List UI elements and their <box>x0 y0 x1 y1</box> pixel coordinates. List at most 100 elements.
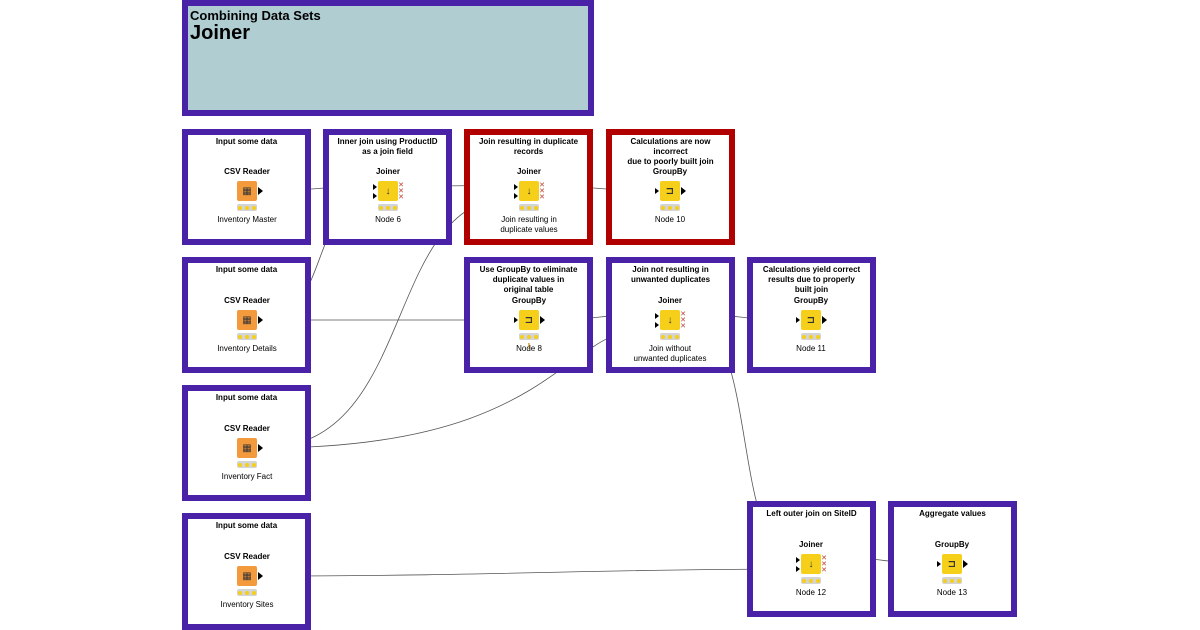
unused-output-ports-icon: ✕✕✕ <box>539 182 545 201</box>
node-label[interactable]: Node 11 <box>796 344 826 353</box>
node-label[interactable]: Node 10 <box>654 215 686 224</box>
node-label[interactable]: Inventory Fact <box>221 472 273 481</box>
csv-reader-icon[interactable]: ▦ <box>237 438 263 458</box>
node-name: CSV Reader <box>224 296 270 305</box>
output-port[interactable] <box>258 572 263 580</box>
groupby-icon[interactable]: ⊐ <box>937 554 968 574</box>
node-groupby-8[interactable]: GroupBy ⊐ ! Node 8 <box>469 296 589 354</box>
workflow-title: Joiner <box>190 22 251 44</box>
node-joiner-6[interactable]: Joiner ↓ ✕✕✕ Node 6 <box>328 167 448 225</box>
node-joiner-12[interactable]: Joiner ↓ ✕✕✕ Node 12 <box>751 540 871 598</box>
node-label[interactable]: Inventory Sites <box>220 600 274 609</box>
output-port[interactable] <box>258 316 263 324</box>
table-glyph-icon: ▦ <box>242 442 252 454</box>
input-port-top[interactable] <box>373 184 377 190</box>
table-glyph-icon: ▦ <box>242 314 252 326</box>
output-port[interactable] <box>822 316 827 324</box>
warning-icon[interactable]: ! <box>527 342 531 351</box>
output-port[interactable] <box>258 187 263 195</box>
status-indicator <box>519 333 539 340</box>
status-indicator <box>237 461 257 468</box>
node-label[interactable]: Join resulting in duplicate values <box>500 215 558 234</box>
output-port[interactable] <box>258 444 263 452</box>
node-name: Joiner <box>516 167 541 176</box>
output-port[interactable] <box>681 187 686 195</box>
aggregate-glyph-icon: ⊐ <box>524 314 534 326</box>
node-joiner-no-duplicates[interactable]: Joiner ↓ ✕✕✕ Join without unwanted dupli… <box>610 296 730 364</box>
input-port[interactable] <box>937 561 941 567</box>
annotation-text: Calculations yield correct results due t… <box>762 265 861 294</box>
unused-output-ports-icon: ✕✕✕ <box>680 311 686 330</box>
node-csv-reader-fact[interactable]: CSV Reader ▦ Inventory Fact <box>187 424 307 482</box>
status-indicator <box>237 333 257 340</box>
input-port-top[interactable] <box>655 313 659 319</box>
joiner-icon[interactable]: ↓ ✕✕✕ <box>655 310 686 330</box>
node-label[interactable]: Node 6 <box>375 215 401 224</box>
output-port[interactable] <box>963 560 968 568</box>
status-indicator <box>801 333 821 340</box>
input-port-bottom[interactable] <box>655 322 659 328</box>
annotation-text: Input some data <box>215 265 278 274</box>
node-name: CSV Reader <box>224 552 270 561</box>
annotation-text: Inner join using ProductID as a join fie… <box>337 137 438 156</box>
aggregate-glyph-icon: ⊐ <box>806 314 816 326</box>
status-indicator <box>801 577 821 584</box>
join-arrow-icon: ↓ <box>526 185 532 197</box>
join-arrow-icon: ↓ <box>667 314 673 326</box>
annotation-text: Left outer join on SiteID <box>766 509 857 518</box>
status-indicator <box>378 204 398 211</box>
groupby-icon[interactable]: ⊐ <box>796 310 827 330</box>
csv-reader-icon[interactable]: ▦ <box>237 566 263 586</box>
node-groupby-13[interactable]: GroupBy ⊐ Node 13 <box>892 540 1012 598</box>
input-port[interactable] <box>796 317 800 323</box>
csv-reader-icon[interactable]: ▦ <box>237 181 263 201</box>
annotation-text: Input some data <box>215 137 278 146</box>
status-indicator <box>237 589 257 596</box>
csv-reader-icon[interactable]: ▦ <box>237 310 263 330</box>
input-port[interactable] <box>514 317 518 323</box>
annotation-text: Use GroupBy to eliminate duplicate value… <box>479 265 578 294</box>
annotation-text: Join resulting in duplicate records <box>478 137 579 156</box>
input-port-bottom[interactable] <box>796 566 800 572</box>
join-arrow-icon: ↓ <box>808 558 814 570</box>
output-port[interactable] <box>540 316 545 324</box>
joiner-icon[interactable]: ↓ ✕✕✕ <box>373 181 404 201</box>
node-name: GroupBy <box>652 167 688 176</box>
annotation-text: Join not resulting in unwanted duplicate… <box>630 265 711 284</box>
node-groupby-10[interactable]: GroupBy ⊐ Node 10 <box>610 167 730 225</box>
node-joiner-duplicate[interactable]: Joiner ↓ ✕✕✕ Join resulting in duplicate… <box>469 167 589 235</box>
groupby-icon[interactable]: ⊐ <box>514 310 545 330</box>
status-indicator <box>519 204 539 211</box>
node-label[interactable]: Inventory Master <box>217 215 277 224</box>
input-port-top[interactable] <box>796 557 800 563</box>
aggregate-glyph-icon: ⊐ <box>947 558 957 570</box>
node-csv-reader-master[interactable]: CSV Reader ▦ Inventory Master <box>187 167 307 225</box>
workflow-title-annotation: Combining Data Sets Joiner <box>182 0 594 116</box>
input-port-top[interactable] <box>514 184 518 190</box>
joiner-icon[interactable]: ↓ ✕✕✕ <box>514 181 545 201</box>
status-indicator <box>237 204 257 211</box>
node-name: GroupBy <box>934 540 970 549</box>
annotation-text: Input some data <box>215 521 278 530</box>
input-port[interactable] <box>655 188 659 194</box>
node-csv-reader-sites[interactable]: CSV Reader ▦ Inventory Sites <box>187 552 307 610</box>
table-glyph-icon: ▦ <box>242 570 252 582</box>
node-name: GroupBy <box>511 296 547 305</box>
node-csv-reader-details[interactable]: CSV Reader ▦ Inventory Details <box>187 296 307 354</box>
input-port-bottom[interactable] <box>514 193 518 199</box>
input-port-bottom[interactable] <box>373 193 377 199</box>
node-groupby-11[interactable]: GroupBy ⊐ Node 11 <box>751 296 871 354</box>
node-label[interactable]: Inventory Details <box>217 344 277 353</box>
status-indicator <box>660 333 680 340</box>
node-name: Joiner <box>657 296 682 305</box>
unused-output-ports-icon: ✕✕✕ <box>398 182 404 201</box>
groupby-icon[interactable]: ⊐ <box>655 181 686 201</box>
node-label[interactable]: Node 13 <box>936 588 968 597</box>
node-name: GroupBy <box>793 296 829 305</box>
node-label[interactable]: Join without unwanted duplicates <box>633 344 707 363</box>
annotation-text: Input some data <box>215 393 278 402</box>
joiner-icon[interactable]: ↓ ✕✕✕ <box>796 554 827 574</box>
node-label[interactable]: Node 12 <box>795 588 827 597</box>
node-name: Joiner <box>375 167 400 176</box>
status-indicator <box>942 577 962 584</box>
